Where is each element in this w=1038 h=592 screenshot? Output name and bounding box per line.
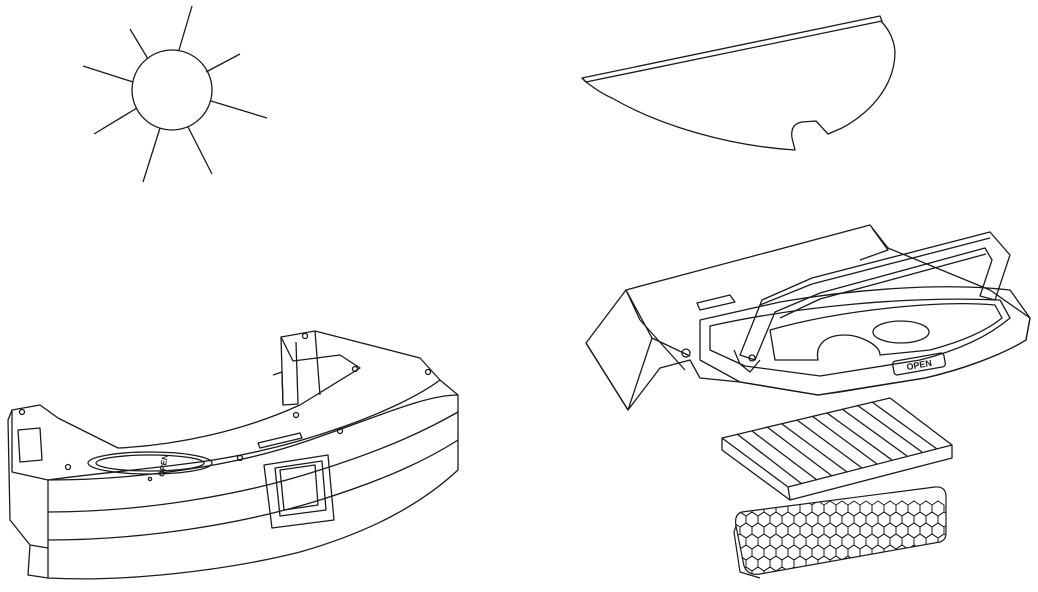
dustbin-open-label: OPEN [157, 453, 170, 477]
dustbin-open-lid [585, 224, 1031, 411]
mop-pad [581, 15, 896, 151]
lid-open-label: OPEN [906, 358, 933, 372]
dustbin [7, 330, 459, 580]
sponge-filter [721, 397, 953, 501]
honeycomb-filter [733, 486, 947, 579]
sun-icon [82, 5, 268, 183]
